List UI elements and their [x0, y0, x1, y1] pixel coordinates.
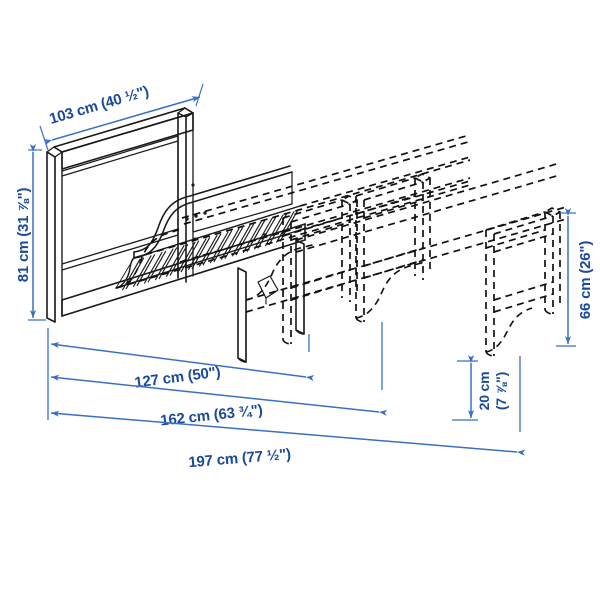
dim-line-103: [43, 96, 201, 146]
fitting-dots: [185, 183, 267, 241]
dim-label-20-metric: 20 cm: [476, 372, 492, 411]
dim-label-197: 197 cm (77 ½"): [188, 446, 292, 472]
dim-label-81: 81 cm (31 ⅞"): [15, 188, 32, 283]
dim-line-162: [50, 374, 388, 416]
dashed-near-top-rail: [295, 162, 561, 241]
footboard-position-1: [282, 195, 358, 345]
dim-line-127: [50, 341, 315, 382]
dashed-mattress-curves: [115, 227, 533, 353]
headboard-left-post: [46, 151, 56, 323]
footboard-position-3: [485, 207, 561, 357]
dimension-under-bed-clearance: 20 cm (7 ⅞"): [452, 355, 509, 421]
dim-line-197: [50, 410, 526, 456]
dimension-length-197: 197 cm (77 ½"): [50, 356, 526, 472]
bed-slats: [122, 209, 299, 291]
footboard-position-2: [355, 173, 431, 323]
far-side-panel: [192, 171, 293, 233]
bed-leg-right-solid: [295, 239, 305, 335]
dim-label-20-imperial: (7 ⅞"): [493, 372, 509, 410]
bed-frame-solid-body: [46, 107, 306, 363]
bed-frame-extension-dashed: [115, 135, 567, 357]
side-rail-bottom-edge: [61, 239, 306, 317]
headboard-top-rail-front: [61, 112, 194, 170]
dimension-length-127: 127 cm (50"): [50, 334, 315, 392]
dim-label-66: 66 cm (26"): [577, 241, 594, 319]
ext-line-103-right: [195, 83, 204, 107]
dashed-side-rails: [115, 159, 567, 313]
bed-leg-middle: [237, 267, 247, 363]
dashed-base-rails: [181, 135, 561, 253]
side-rail-front: [61, 223, 306, 317]
extension-bracket: [257, 275, 279, 305]
dim-label-162: 162 cm (63 ¾"): [160, 402, 264, 430]
dimension-headboard-height: 81 cm (31 ⅞"): [15, 144, 46, 321]
dimension-footboard-height: 66 cm (26"): [556, 208, 594, 347]
dashed-far-top-rail: [181, 135, 467, 219]
dim-label-103: 103 cm (40 ½"): [47, 83, 151, 128]
ext-line-103-left: [39, 125, 49, 151]
